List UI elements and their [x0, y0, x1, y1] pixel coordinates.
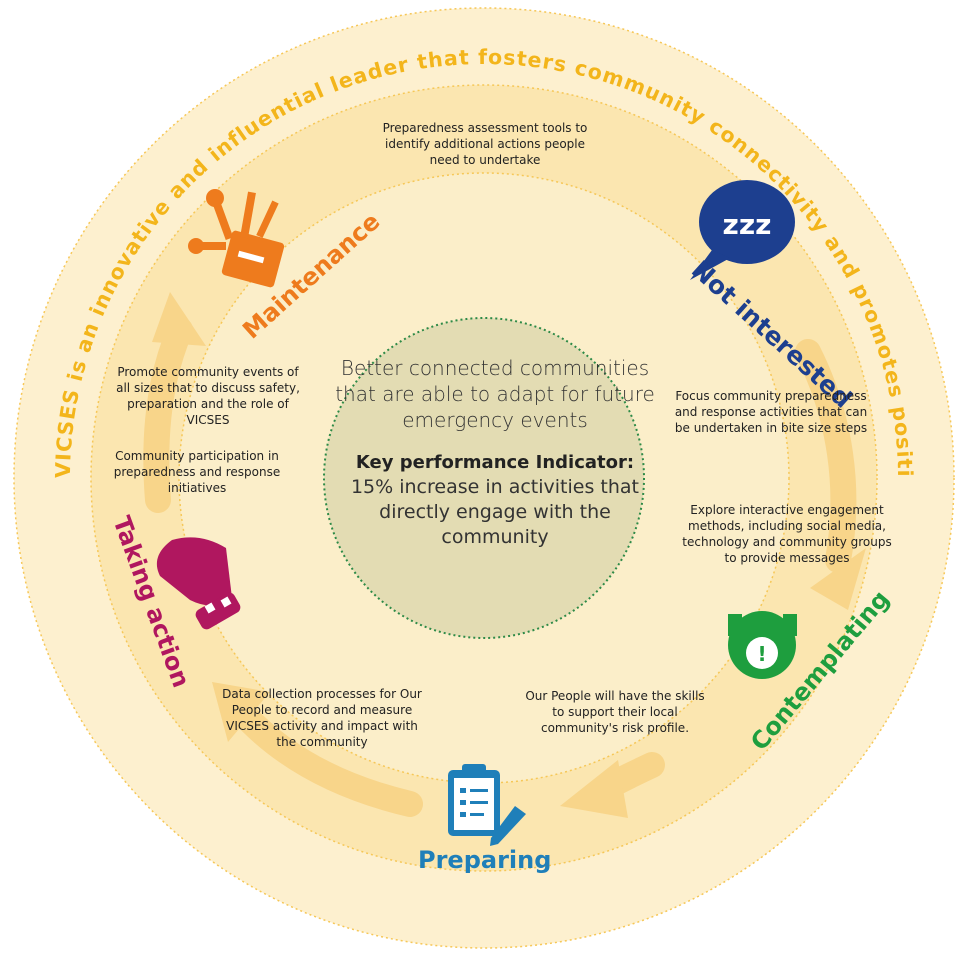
- note-left-participation: Community participation in preparedness …: [113, 449, 281, 495]
- cycle-arrows: [143, 317, 857, 817]
- note-right-explore: Explore interactive engagement methods, …: [682, 503, 892, 565]
- arrowhead-bottom-right: [560, 760, 628, 818]
- note-top: Preparedness assessment tools to identif…: [382, 121, 588, 167]
- arrow-bottom-left-segment: [227, 697, 423, 817]
- clipboard-checklist-icon: [448, 764, 526, 846]
- svg-text:!: !: [757, 642, 766, 666]
- thinking-head-icon: !: [728, 611, 797, 679]
- arrow-left-segment: [143, 317, 193, 513]
- kpi-title: Key performance Indicator:: [355, 452, 635, 473]
- cycle-arrowheads: [152, 292, 866, 818]
- note-left-promote: Promote community events of all sizes th…: [116, 365, 300, 427]
- center-statement: Better connected communities that are ab…: [335, 356, 655, 432]
- center-disc: [323, 317, 645, 639]
- note-bottom-left: Data collection processes for Our People…: [222, 687, 422, 749]
- note-bottom-right: Our People will have the skills to suppo…: [525, 689, 705, 735]
- toolbox-icon: [188, 189, 285, 288]
- arrowhead-left: [152, 292, 206, 346]
- arrowhead-bottom-left: [212, 682, 270, 742]
- kpi-text: 15% increase in activities that directly…: [350, 476, 640, 548]
- sleeping-speech-bubble-icon: zzz: [690, 180, 795, 280]
- svg-text:zzz: zzz: [723, 208, 772, 241]
- hand-wrench-icon: [156, 537, 241, 630]
- arrowhead-right: [810, 548, 866, 610]
- stage-label-preparing: Preparing: [418, 846, 551, 874]
- center-content: Better connected communities that are ab…: [335, 355, 655, 550]
- arrow-right-segment: [795, 339, 857, 573]
- note-right-focus: Focus community preparedness and respons…: [674, 389, 868, 435]
